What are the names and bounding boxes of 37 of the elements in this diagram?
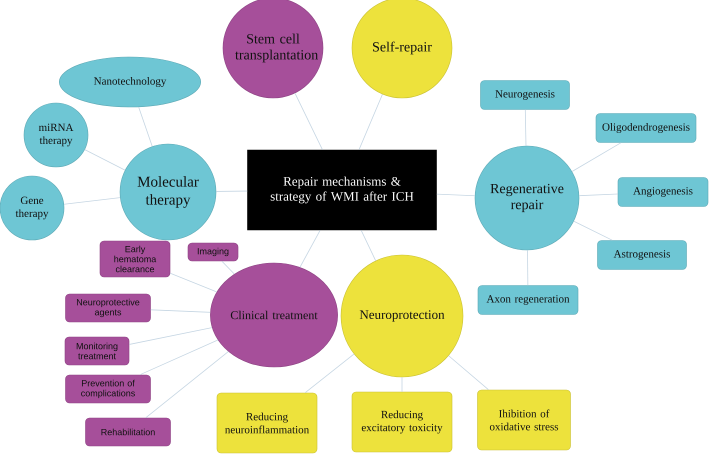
connector-line [360,230,376,262]
connector-line [573,220,613,241]
connector-line [304,354,354,394]
connector-line [140,340,218,376]
connector-line [145,351,229,418]
topic-box: Ihibition of oxidative stress [477,390,571,450]
connector-line [128,327,212,345]
connector-line [138,106,153,147]
connector-line [300,230,320,268]
central-box: Repair mechanisms & strategy of WMI after ICH [247,150,437,230]
connector-line [170,272,218,292]
connector-line [572,142,622,172]
topic-box: Reducing excitatory toxicity [352,392,452,452]
connector-line [64,197,120,205]
connector-line [578,194,618,196]
connector-line [524,109,526,146]
connector-line [358,94,383,150]
topic-box: Axon regeneration [478,285,578,315]
connector-line [150,309,211,313]
topic-box: Angiogenesis [618,177,708,207]
connector-line [216,190,248,192]
connector-line [294,92,323,150]
connector-line [436,194,476,196]
topic-box: Reducing neuroinflammation [216,392,318,454]
connector-line [527,250,528,286]
topic-box: Imaging [188,242,238,262]
connector-line [84,149,126,170]
topic-box: Oligodendrogenesis [596,113,696,143]
topic-box: Prevention of complications [65,374,151,404]
topic-box: Rehabilitation [85,418,171,446]
topic-box: Monitoring treatment [64,336,130,366]
topic-box: Astrogenesis [597,240,687,270]
topic-box: Early hematoma clearance [100,240,170,278]
topic-box: Neurogenesis [480,80,570,110]
connector-line [222,260,235,274]
connector-line [448,355,489,390]
topic-box: Neuroprotective agents [65,294,151,322]
